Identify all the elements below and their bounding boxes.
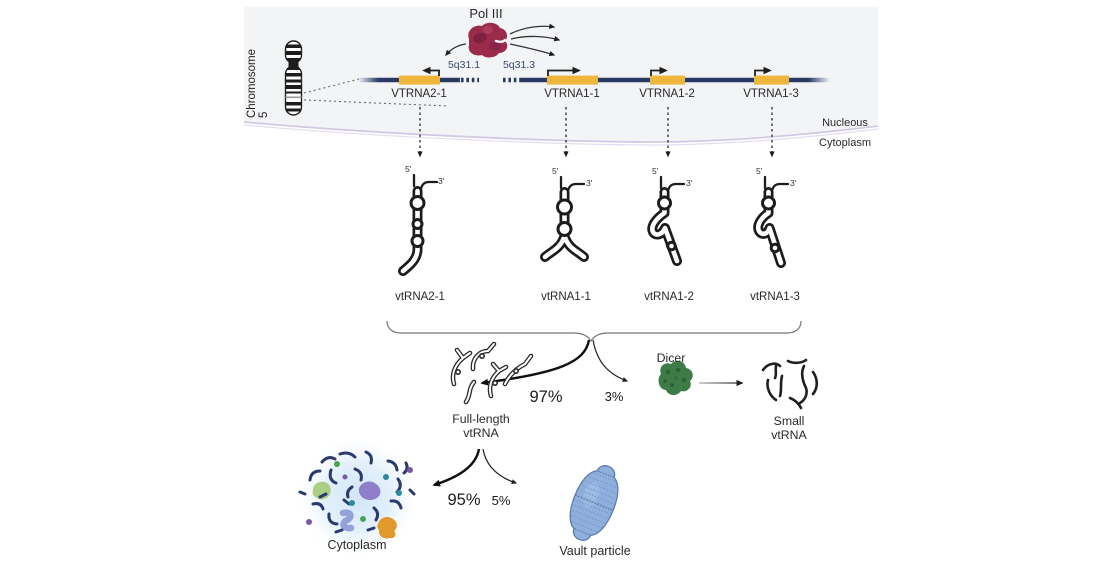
chromosome-label: Chromosome 5 bbox=[246, 48, 270, 118]
gene-label-vtrna1-2: VTRNA1-2 bbox=[639, 88, 695, 100]
three-prime-label: 3' bbox=[686, 178, 693, 188]
branch-arrow-97 bbox=[480, 339, 591, 386]
three-prime-label: 3' bbox=[438, 176, 445, 186]
transcript-label-vtrna1-1: vtRNA1-1 bbox=[541, 291, 591, 303]
percent-5-label: 5% bbox=[491, 493, 511, 508]
gene-box-vtrna1-1 bbox=[547, 75, 598, 85]
three-prime-label: 3' bbox=[586, 178, 593, 188]
small-vtrna-label-line2: vtRNA bbox=[771, 428, 807, 442]
promoter-arrows bbox=[422, 66, 772, 76]
transcript-label-vtrna2-1: vtRNA2-1 bbox=[395, 291, 445, 303]
three-prime-label: 3' bbox=[790, 178, 797, 188]
rna-structure-vtrna1-1 bbox=[540, 175, 589, 262]
gene-box-vtrna2-1 bbox=[399, 75, 440, 85]
pol-iii-blob bbox=[468, 22, 508, 58]
dicer-label: Dicer bbox=[656, 351, 686, 365]
percent-95-label: 95% bbox=[447, 491, 481, 509]
locus-label-5q31-3: 5q31.3 bbox=[502, 59, 536, 71]
vault-particle-label: Vault particle bbox=[559, 544, 631, 558]
gene-boxes bbox=[399, 75, 789, 85]
chromosome-ideogram bbox=[284, 40, 303, 116]
cytoplasm-icon-label: Cytoplasm bbox=[327, 538, 387, 552]
small-vtrna-label-line1: Small bbox=[773, 414, 805, 428]
vault-particle-icon bbox=[566, 465, 623, 541]
small-vtrna-icon bbox=[761, 358, 819, 410]
cytoplasm-compartment-label: Cytoplasm bbox=[819, 137, 871, 149]
branch-arrow-5 bbox=[482, 448, 518, 484]
brace bbox=[386, 320, 802, 343]
full-length-vtrna-icon bbox=[450, 341, 534, 405]
rna-structure-vtrna1-3 bbox=[753, 175, 790, 268]
transcript-label-vtrna1-3: vtRNA1-3 bbox=[750, 291, 800, 303]
nuclear-membrane bbox=[243, 121, 879, 143]
gene-box-vtrna1-3 bbox=[754, 75, 789, 85]
five-prime-label: 5' bbox=[405, 164, 412, 174]
promoter-arrow-right bbox=[650, 66, 668, 76]
transcription-arrows bbox=[417, 107, 775, 158]
full-length-label-line2: vtRNA bbox=[463, 426, 499, 440]
promoter-arrow-right bbox=[547, 66, 581, 76]
five-prime-label: 5' bbox=[756, 166, 763, 176]
percent-97-label: 97% bbox=[529, 388, 563, 406]
dicer-blob bbox=[658, 360, 693, 396]
branch-arrow-95 bbox=[432, 448, 481, 487]
rna-structure-vtrna1-2 bbox=[647, 175, 686, 266]
promoter-arrow-left bbox=[422, 66, 440, 76]
gene-box-vtrna1-2 bbox=[650, 75, 685, 85]
pol-iii-label: Pol III bbox=[469, 6, 503, 21]
gene-label-vtrna2-1: VTRNA2-1 bbox=[391, 88, 447, 100]
nucleus-compartment-label: Nucleous bbox=[822, 117, 868, 129]
nuclear-membrane-outer bbox=[243, 124, 879, 146]
pol-iii-arrows bbox=[445, 23, 561, 57]
gene-label-vtrna1-3: VTRNA1-3 bbox=[743, 88, 799, 100]
promoter-arrow-right bbox=[754, 66, 772, 76]
full-length-label-line1: Full-length bbox=[452, 412, 510, 426]
cytoplasm-icon bbox=[296, 435, 420, 559]
branch-arrow-3 bbox=[592, 339, 629, 382]
transcript-label-vtrna1-2: vtRNA1-2 bbox=[644, 291, 694, 303]
zoom-indicator-lines bbox=[303, 78, 449, 107]
rna-structure-vtrna2-1 bbox=[398, 173, 439, 276]
gene-label-vtrna1-1: VTRNA1-1 bbox=[544, 88, 600, 100]
locus-label-5q31-1: 5q31.1 bbox=[447, 59, 481, 71]
percent-3-label: 3% bbox=[604, 389, 624, 404]
nucleus-background bbox=[244, 7, 878, 142]
five-prime-label: 5' bbox=[552, 166, 559, 176]
five-prime-label: 5' bbox=[652, 166, 659, 176]
